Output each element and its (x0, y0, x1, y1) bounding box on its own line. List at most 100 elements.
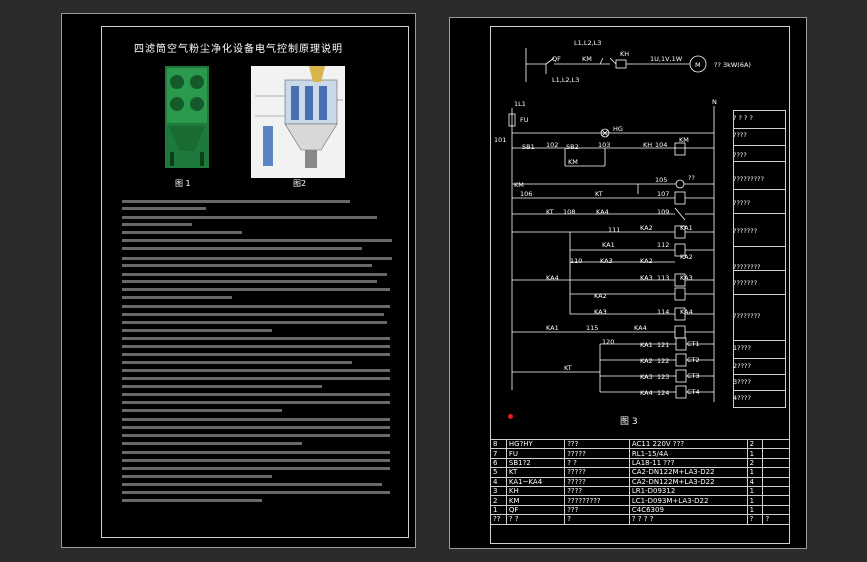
label-l-top: L1,L2,L3 (574, 39, 601, 47)
label-124: 124 (657, 389, 669, 397)
label-ka1-contact-c: KA1 (546, 324, 559, 332)
bom-cell: LA18-11 ??? (628, 457, 748, 469)
label-ka2-coil: KA2 (680, 253, 693, 261)
bom-cell: ? (564, 514, 630, 525)
bom-cell: KA1~KA4 (505, 476, 566, 487)
annotation-4: ????? (733, 199, 751, 207)
bom-cell: 3 (490, 485, 507, 497)
label-lamp-note: ?? (688, 174, 695, 182)
annotation-0: ? ? ? ? (733, 114, 753, 122)
bom-cell: 5 (490, 467, 507, 478)
label-114: 114 (657, 308, 669, 316)
label-l-bottom: L1,L2,L3 (552, 76, 579, 84)
bom-cell: CA2-DN122M+LA3-D22 (628, 467, 748, 478)
bom-cell: ????? (564, 476, 630, 487)
label-sb1: SB1 (522, 143, 535, 151)
annotation-6: ???????? (733, 263, 761, 271)
annotation-2: ???? (733, 151, 747, 159)
label-101: 101 (494, 136, 506, 144)
annotation-11: 3???? (733, 378, 751, 386)
bom-cell: LR1-D09312 (628, 485, 748, 497)
label-ct3: CT3 (687, 372, 700, 380)
label-kt-contact: KT (595, 190, 603, 198)
bom-cell: ? ? (505, 514, 566, 525)
bom-cell: ???? (564, 485, 630, 497)
bom-cell (762, 467, 790, 478)
bom-cell: C4C6309 (628, 504, 748, 516)
label-115: 115 (586, 324, 598, 332)
label-109: 109 (657, 208, 669, 216)
label-ka4-contact-e: KA4 (640, 389, 653, 397)
bom-cell: 2 (746, 457, 764, 469)
bom-cell: ?? (490, 514, 507, 525)
label-motor: M (695, 61, 701, 69)
label-n: N (712, 98, 717, 106)
bom-cell (762, 495, 790, 506)
label-fu: FU (520, 116, 529, 124)
label-102: 102 (546, 141, 558, 149)
label-ka2-contact-b: KA2 (640, 257, 653, 265)
label-ct2: CT2 (687, 356, 700, 364)
bom-cell (762, 448, 790, 459)
annotation-9: 1???? (733, 344, 751, 352)
bom-cell: 1 (746, 448, 764, 459)
right-schematic-sheet: QF L1,L2,L3 L1,L2,L3 KM KH 1U,1V,1W M ??… (449, 17, 807, 549)
label-qf: QF (552, 55, 561, 63)
label-kt-coil: KT (546, 208, 554, 216)
label-ka4-contact-b: KA4 (546, 274, 559, 282)
label-ka4-coil: KA4 (680, 308, 693, 316)
figure-2-caption: 图2 (293, 179, 307, 188)
bom-cell: HG?HY (505, 438, 566, 450)
bom-cell: ? ? ? ? (628, 514, 748, 525)
label-111: 111 (608, 226, 620, 234)
document-frame (101, 26, 409, 538)
schematic-frame (490, 26, 790, 544)
bom-cell (762, 504, 790, 516)
bom-cell: 4 (490, 476, 507, 487)
annotation-8: ???????? (733, 312, 761, 320)
annotation-12: 4???? (733, 394, 751, 402)
bom-cell: 1 (746, 504, 764, 516)
bom-cell: 1 (746, 485, 764, 497)
label-ka1-coil: KA1 (680, 224, 693, 232)
label-ka2-contact-e: KA2 (640, 357, 653, 365)
red-marker-dot (508, 414, 513, 419)
label-km-main: KM (582, 55, 592, 63)
label-107: 107 (657, 190, 669, 198)
label-uvw: 1U,1V,1W (650, 55, 683, 63)
left-document-sheet: 四滤筒空气粉尘净化设备电气控制原理说明 图 1 图2 (61, 13, 416, 548)
bom-cell: 1 (490, 504, 507, 516)
annotation-5: ??????? (733, 227, 758, 235)
label-106: 106 (520, 190, 532, 198)
label-ct4: CT4 (687, 388, 700, 396)
label-ka1-contact: KA1 (602, 241, 615, 249)
bom-cell (762, 485, 790, 497)
bom-cell: 4 (746, 476, 764, 487)
annotation-1: ???? (733, 131, 747, 139)
annotation-3: ????????? (733, 175, 765, 183)
label-1l1: 1L1 (514, 100, 526, 108)
annotation-divider (733, 189, 786, 190)
annotation-divider (733, 294, 786, 295)
label-ka1-contact-d: KA1 (640, 341, 653, 349)
figure-3-caption: 图 3 (620, 417, 638, 427)
label-ct1: CT1 (687, 340, 700, 348)
schematic-labels: QF L1,L2,L3 L1,L2,L3 KM KH 1U,1V,1W M ??… (494, 39, 751, 397)
bom-cell: ????????? (564, 495, 630, 506)
bom-cell: 1 (746, 467, 764, 478)
label-ka2-contact-a: KA2 (640, 224, 653, 232)
figure-2-cutaway (251, 66, 345, 178)
annotation-divider (733, 128, 786, 129)
bom-cell: 7 (490, 448, 507, 459)
label-113: 113 (657, 274, 669, 282)
label-104: 104 (655, 141, 667, 149)
figure-1-filter-unit (165, 66, 209, 168)
label-123: 123 (657, 373, 669, 381)
label-ka3-contact-b: KA3 (640, 274, 653, 282)
bom-cell (762, 476, 790, 487)
